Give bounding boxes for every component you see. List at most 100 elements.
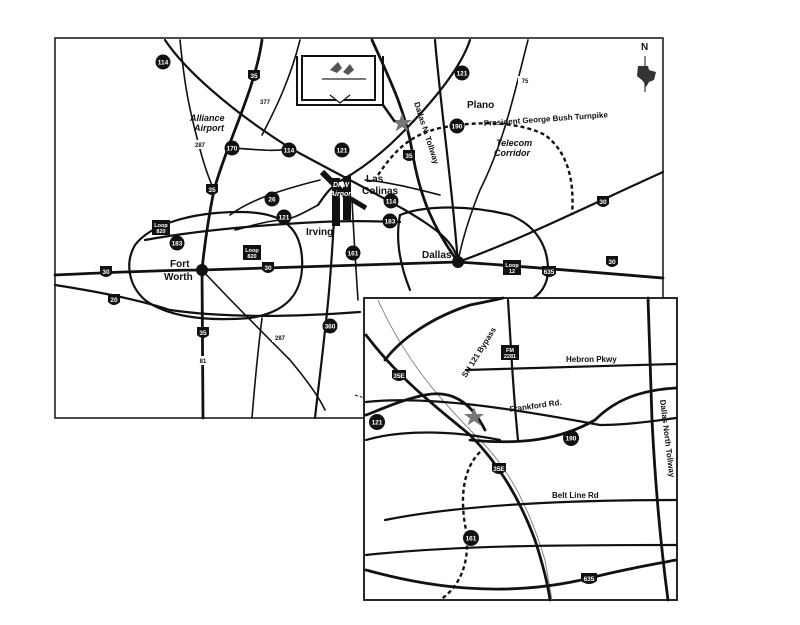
i30-ne-road bbox=[456, 170, 665, 264]
i35-shield-d: 35 bbox=[403, 150, 415, 161]
inset-fm2281-road bbox=[506, 298, 520, 442]
overview-map: N Plano Las Colinas Irving Dallas Fort W… bbox=[53, 37, 665, 420]
svg-text:190: 190 bbox=[566, 436, 577, 443]
svg-text:820: 820 bbox=[156, 229, 165, 235]
sh183-shield-a: 183 bbox=[169, 235, 185, 251]
sh121-road bbox=[316, 38, 472, 207]
svg-text:30: 30 bbox=[264, 265, 272, 272]
sh114-shield-b: 114 bbox=[281, 142, 297, 158]
dfw-airport-runways bbox=[319, 169, 368, 226]
sh183-shield-b: 183 bbox=[382, 213, 398, 229]
fw-south-road bbox=[251, 317, 263, 419]
sh114-shield-c: 114 bbox=[383, 193, 399, 209]
svg-text:20: 20 bbox=[110, 297, 118, 304]
location-star bbox=[392, 113, 412, 132]
svg-text:183: 183 bbox=[172, 241, 183, 248]
svg-text:287: 287 bbox=[195, 143, 206, 149]
sh183-road bbox=[143, 220, 402, 242]
alliance-airport-label-2: Airport bbox=[193, 123, 225, 133]
i20-shield-a: 20 bbox=[108, 294, 120, 305]
sh121-shield-c: 121 bbox=[276, 209, 292, 225]
svg-text:114: 114 bbox=[386, 199, 397, 206]
fort-worth-dot bbox=[196, 264, 208, 276]
inset-i35e-shield-a: 35E bbox=[392, 370, 406, 381]
sh114-road bbox=[163, 38, 460, 264]
sh161-shield: 161 bbox=[345, 245, 361, 261]
inset-i35e-shield-b: 35E bbox=[492, 463, 506, 474]
i30-shield-d: 30 bbox=[606, 256, 618, 267]
inset-sh161-road bbox=[439, 451, 481, 601]
company-logo bbox=[322, 62, 366, 80]
i30-road bbox=[53, 260, 665, 280]
us287-nw-road bbox=[179, 39, 215, 191]
i35-shield-a: 35 bbox=[248, 70, 260, 81]
svg-text:360: 360 bbox=[325, 324, 336, 331]
i35-shield-b: 35 bbox=[206, 184, 218, 195]
inset-sh161-shield: 161 bbox=[463, 530, 479, 546]
us81-shield: 81 bbox=[196, 356, 210, 365]
svg-text:81: 81 bbox=[200, 359, 207, 365]
inset-beltline-road bbox=[383, 498, 678, 522]
telecom-corridor-label-1: Telecom bbox=[496, 138, 532, 148]
inset-frame bbox=[363, 297, 678, 601]
sh26-shield: 26 bbox=[264, 191, 280, 207]
us287-shield-b: 287 bbox=[272, 333, 288, 342]
inset-i635-shield: 635 bbox=[581, 573, 597, 584]
inset-frankford-road bbox=[364, 399, 678, 427]
dfw-airport-label-2: Airport bbox=[329, 191, 354, 198]
inset-tollway-road bbox=[646, 296, 670, 602]
sh360-shield: 360 bbox=[322, 318, 338, 334]
svg-text:287: 287 bbox=[275, 336, 286, 342]
us377-road bbox=[261, 39, 301, 136]
svg-text:635: 635 bbox=[584, 576, 595, 583]
i30-shield-b: 30 bbox=[262, 262, 274, 273]
svg-text:26: 26 bbox=[268, 197, 276, 204]
inset-connector-road-b bbox=[364, 543, 678, 557]
i20-shield-b: 635 bbox=[542, 266, 556, 277]
svg-text:377: 377 bbox=[260, 100, 271, 106]
dallas-dot bbox=[452, 256, 464, 268]
overview-shields: 114 114 114 121 121 121 170 26 183 183 1… bbox=[100, 54, 618, 365]
svg-text:FM: FM bbox=[506, 348, 514, 354]
svg-text:2281: 2281 bbox=[504, 354, 516, 360]
svg-text:30: 30 bbox=[608, 259, 616, 266]
loop820-road bbox=[128, 210, 304, 321]
i35-shield-c: 35 bbox=[197, 327, 209, 338]
i20-road bbox=[53, 283, 362, 318]
las-colinas-label-1: Las bbox=[366, 174, 384, 185]
svg-text:35: 35 bbox=[199, 330, 207, 337]
inset-i635-road bbox=[364, 558, 678, 591]
inset-sh190-shield: 190 bbox=[563, 430, 579, 446]
inset-sh190-road bbox=[468, 386, 678, 444]
i30-shield-c: 30 bbox=[597, 196, 609, 207]
inset-map: Hebron Pkwy Frankford Rd. Belt Line Rd S… bbox=[354, 296, 678, 602]
irving-label: Irving bbox=[306, 227, 333, 238]
svg-text:Loop: Loop bbox=[505, 263, 519, 269]
beltline-label: Belt Line Rd bbox=[552, 491, 599, 500]
us75-shield: 75 bbox=[518, 76, 532, 85]
hebron-label: Hebron Pkwy bbox=[566, 355, 617, 364]
svg-text:Loop: Loop bbox=[245, 248, 259, 254]
svg-text:121: 121 bbox=[337, 148, 348, 155]
inset-connector bbox=[354, 394, 366, 399]
svg-text:114: 114 bbox=[284, 148, 295, 155]
svg-text:114: 114 bbox=[158, 60, 169, 67]
inset-sh121-shield: 121 bbox=[369, 414, 385, 430]
logo-callout bbox=[296, 55, 397, 123]
inset-sh121-road bbox=[364, 392, 487, 432]
svg-text:121: 121 bbox=[372, 420, 383, 427]
us287-road bbox=[201, 269, 326, 411]
sh114-shield-a: 114 bbox=[155, 54, 171, 70]
svg-text:190: 190 bbox=[452, 124, 463, 131]
alliance-airport-label-1: Alliance bbox=[189, 113, 225, 123]
svg-text:30: 30 bbox=[102, 269, 110, 276]
svg-text:12: 12 bbox=[509, 269, 515, 275]
north-label: N bbox=[641, 42, 648, 53]
svg-text:35: 35 bbox=[250, 73, 258, 80]
i30-shield-a: 30 bbox=[100, 266, 112, 277]
plano-label: Plano bbox=[467, 100, 494, 111]
